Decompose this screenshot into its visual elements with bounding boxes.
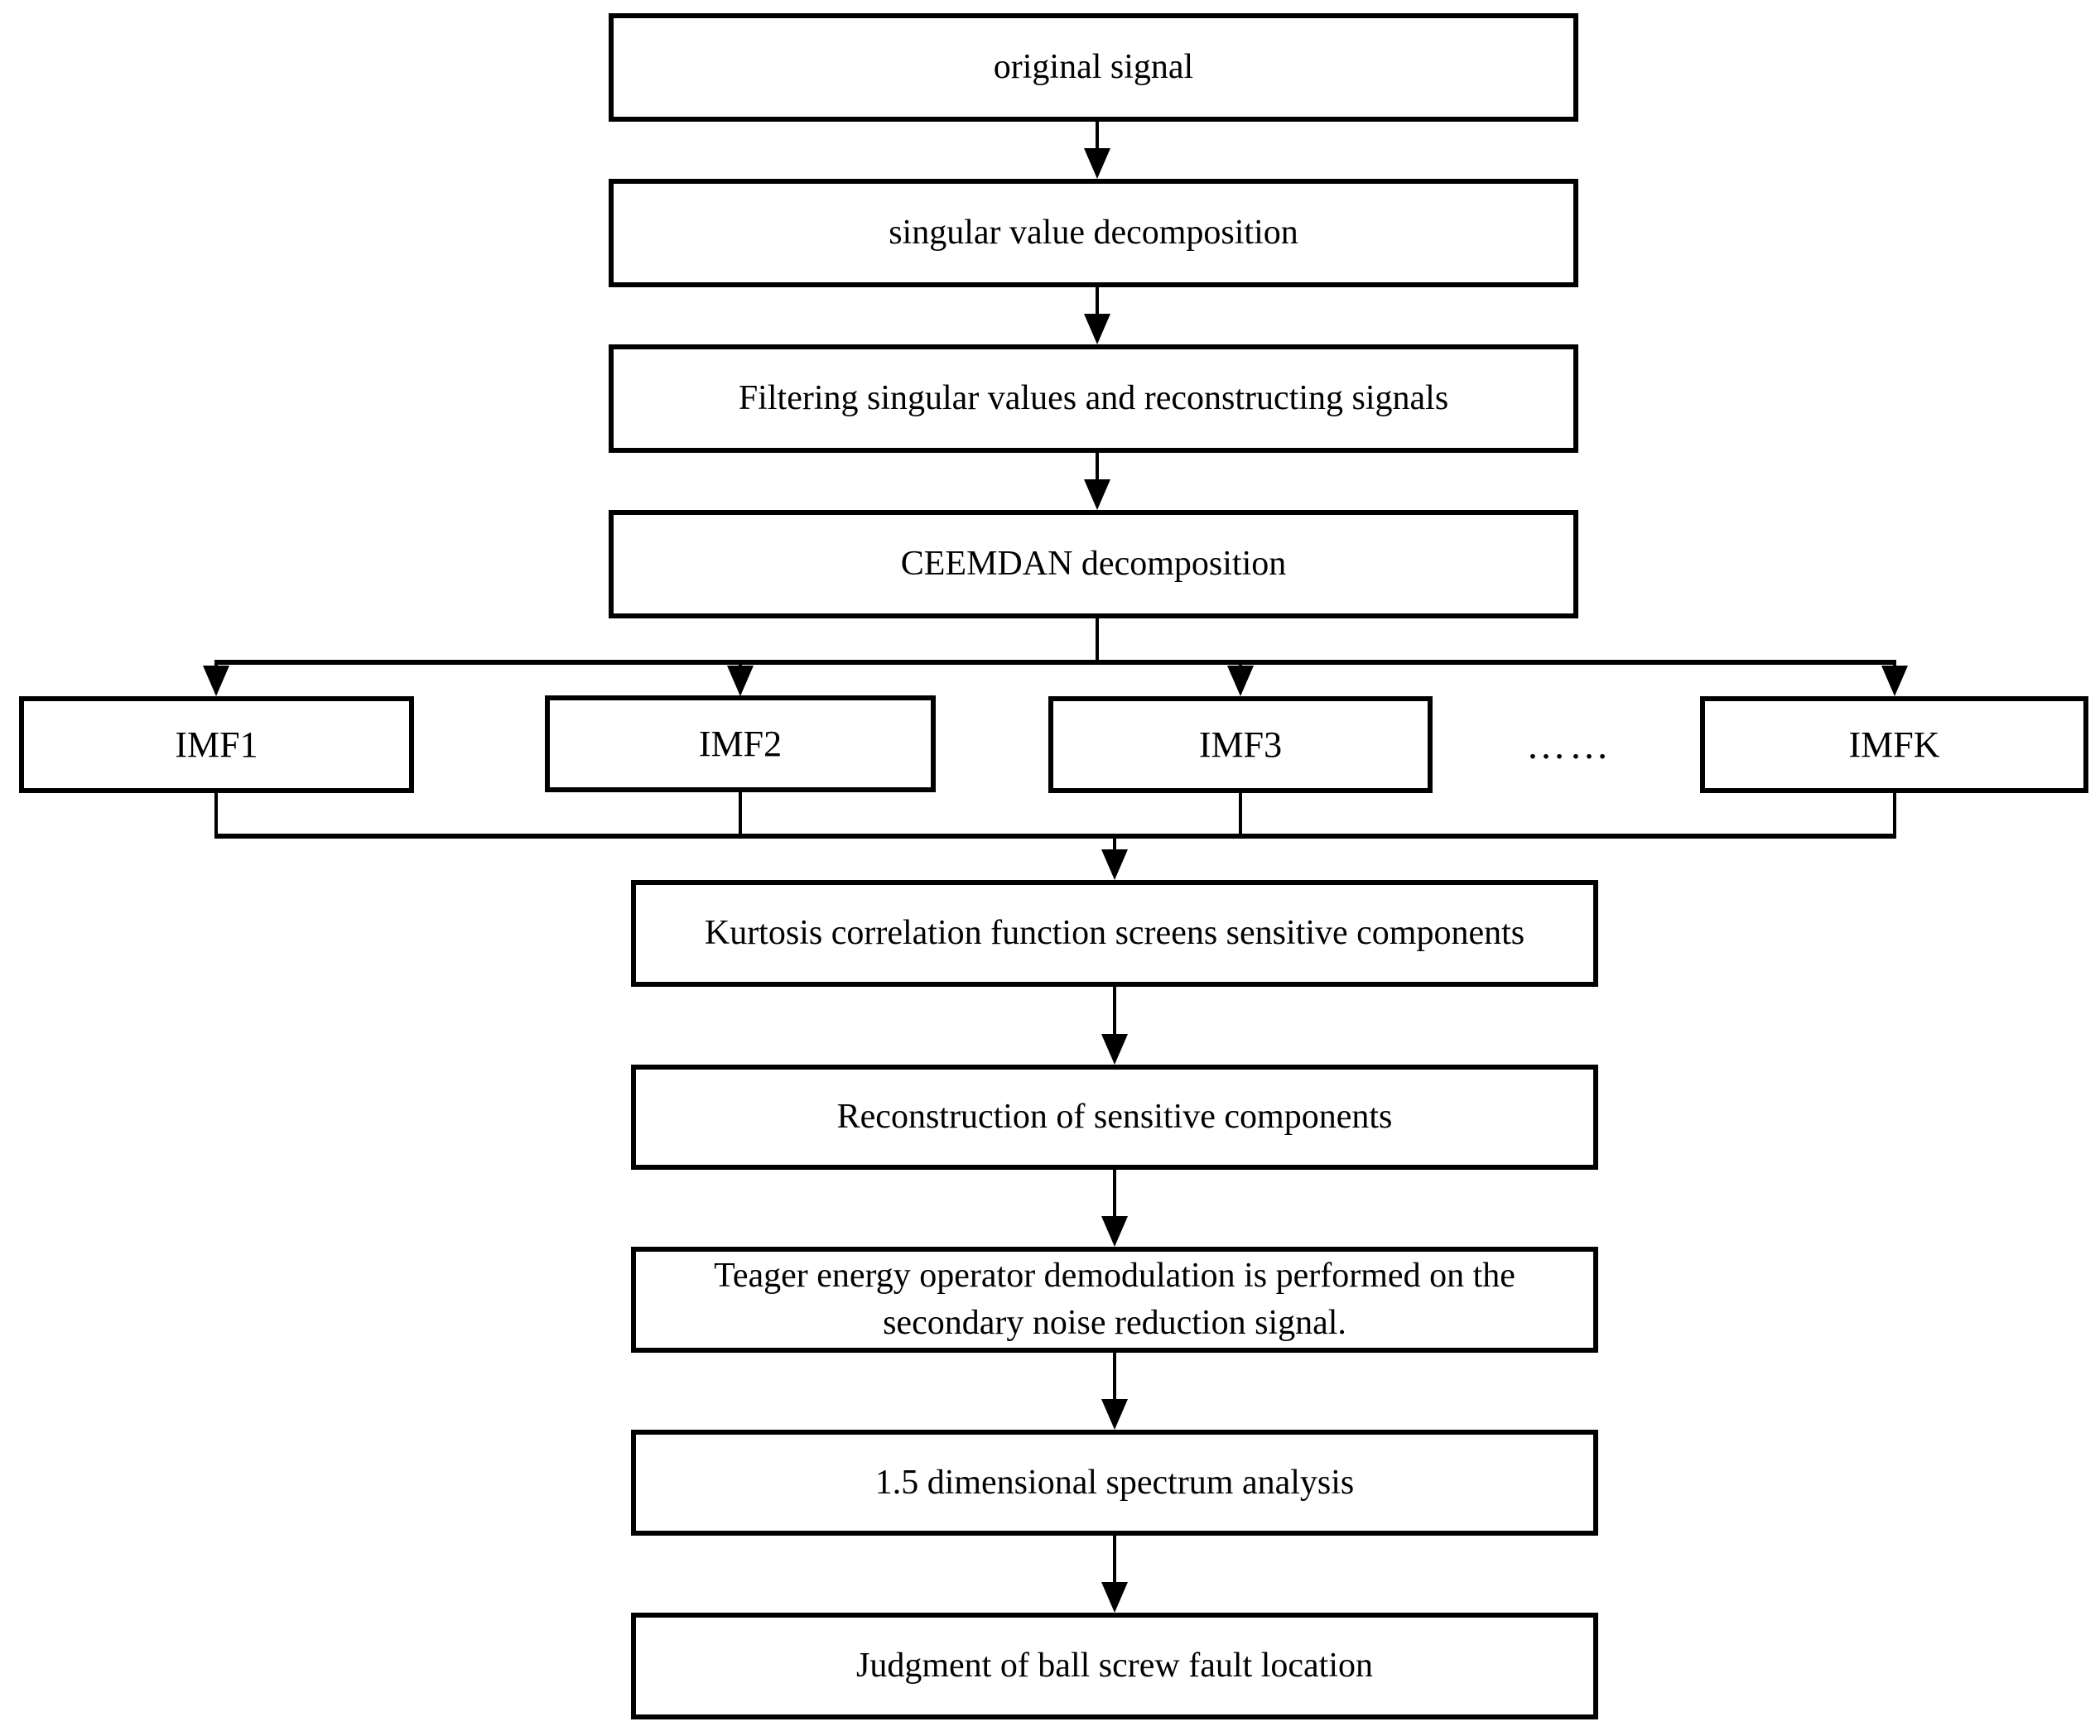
node-imf3: IMF3	[1048, 696, 1433, 793]
node-imf1: IMF1	[19, 696, 414, 793]
imf-ellipsis: ……	[1526, 723, 1612, 767]
node-original-signal: original signal	[609, 13, 1578, 122]
node-teager-energy-operator: Teager energy operator demodulation is p…	[631, 1247, 1598, 1353]
node-1-5-dimensional-spectrum: 1.5 dimensional spectrum analysis	[631, 1430, 1598, 1536]
node-singular-value-decomposition: singular value decomposition	[609, 179, 1578, 287]
node-imfk: IMFK	[1700, 696, 2088, 793]
node-ceemdan-decomposition: CEEMDAN decomposition	[609, 510, 1578, 618]
node-kurtosis-screening: Kurtosis correlation function screens se…	[631, 880, 1598, 987]
node-judgment-fault-location: Judgment of ball screw fault location	[631, 1613, 1598, 1719]
node-reconstruction-sensitive-components: Reconstruction of sensitive components	[631, 1065, 1598, 1170]
node-imf2: IMF2	[545, 695, 936, 792]
node-filtering-singular-values: Filtering singular values and reconstruc…	[609, 344, 1578, 453]
